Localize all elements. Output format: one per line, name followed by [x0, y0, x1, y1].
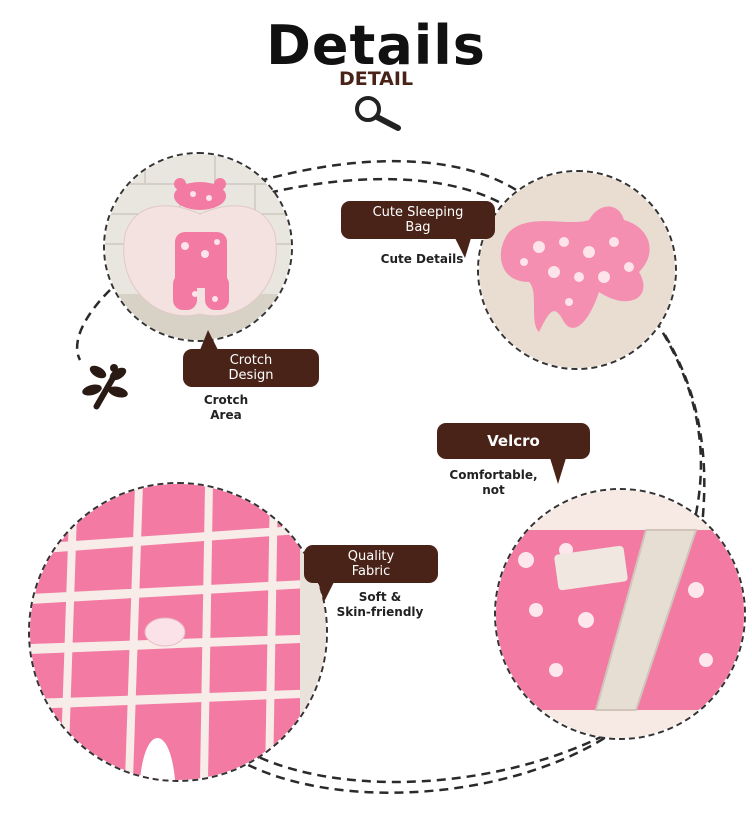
detail-photo-sleeping-bag-open	[103, 152, 293, 342]
callout-cute-sleeping-bag: Cute Sleeping Bag	[341, 201, 495, 239]
bubble-tail-sleeping-bag	[455, 238, 471, 258]
detail-photo-cute-details	[477, 170, 677, 370]
bubble-tail-crotch	[200, 330, 218, 350]
callout-velcro: Velcro	[437, 423, 590, 459]
callout-crotch-design: Crotch Design	[183, 349, 319, 387]
caption-comfortable: Comfortable, not	[449, 468, 538, 497]
bubble-tail-velcro	[550, 458, 566, 484]
caption-crotch-area: Crotch Area	[203, 393, 249, 422]
detail-photo-quality-fabric	[28, 482, 328, 782]
caption-soft-skin-friendly: Soft & Skin-friendly	[336, 590, 424, 619]
page-subtitle: DETAIL	[338, 68, 414, 90]
callout-quality-fabric: Quality Fabric	[304, 545, 438, 583]
detail-photo-velcro	[494, 488, 746, 740]
page-title: Details	[266, 14, 486, 77]
magnifier-icon	[355, 96, 401, 131]
bubble-tail-fabric	[318, 582, 334, 602]
dragonfly-icon	[82, 364, 128, 410]
caption-cute-details: Cute Details	[380, 252, 464, 266]
